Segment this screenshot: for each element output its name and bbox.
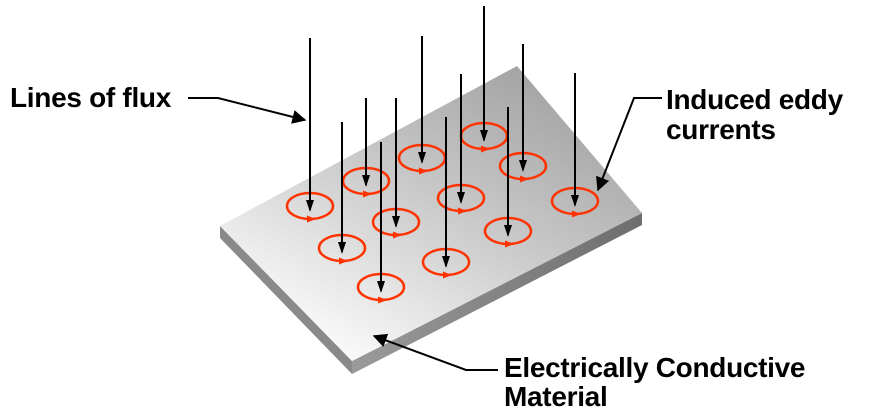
eddy-direction-arrow bbox=[419, 167, 428, 175]
eddy-direction-arrow bbox=[520, 175, 529, 183]
eddy-label-line1: Induced eddy bbox=[666, 84, 843, 115]
flux-arrowhead bbox=[418, 152, 426, 164]
eddy-direction-arrow bbox=[443, 271, 452, 279]
flux-arrowhead bbox=[306, 200, 314, 212]
eddy-direction-arrow bbox=[393, 231, 402, 239]
eddy-direction-arrow bbox=[363, 190, 372, 198]
plate-top-surface bbox=[220, 66, 642, 361]
flux-arrowhead bbox=[480, 130, 488, 142]
eddy-direction-arrow bbox=[505, 240, 514, 248]
eddy-direction-arrow bbox=[307, 215, 316, 223]
eddy-label-line2: currents bbox=[666, 114, 776, 145]
leader-lines bbox=[188, 97, 662, 371]
eddy-direction-arrow bbox=[458, 207, 467, 215]
flux-arrowhead bbox=[362, 175, 370, 187]
material-label-line2: Material bbox=[504, 381, 608, 412]
flux-arrowhead bbox=[377, 281, 385, 293]
plate-right-edge bbox=[352, 213, 642, 374]
flux-arrowhead bbox=[519, 160, 527, 172]
material-leader-line bbox=[372, 333, 498, 371]
eddy-direction-arrow bbox=[339, 257, 348, 265]
conductive-plate bbox=[220, 66, 642, 374]
flux-leader-line bbox=[188, 97, 307, 124]
material-label-line1: Electrically Conductive bbox=[504, 352, 806, 383]
eddy-direction-arrow bbox=[481, 145, 490, 153]
flux-arrowhead bbox=[504, 225, 512, 237]
flux-lines bbox=[306, 6, 579, 293]
plate-front-edge bbox=[220, 226, 352, 374]
flux-label: Lines of flux bbox=[10, 82, 171, 113]
flux-arrowhead bbox=[392, 216, 400, 228]
eddy-direction-arrow bbox=[378, 296, 387, 304]
flux-arrowhead bbox=[442, 256, 450, 268]
eddy-direction-arrow bbox=[572, 210, 581, 218]
flux-arrowhead bbox=[338, 242, 346, 254]
eddy-leader-line bbox=[596, 97, 662, 192]
flux-arrowhead bbox=[571, 195, 579, 207]
flux-arrowhead bbox=[457, 192, 465, 204]
